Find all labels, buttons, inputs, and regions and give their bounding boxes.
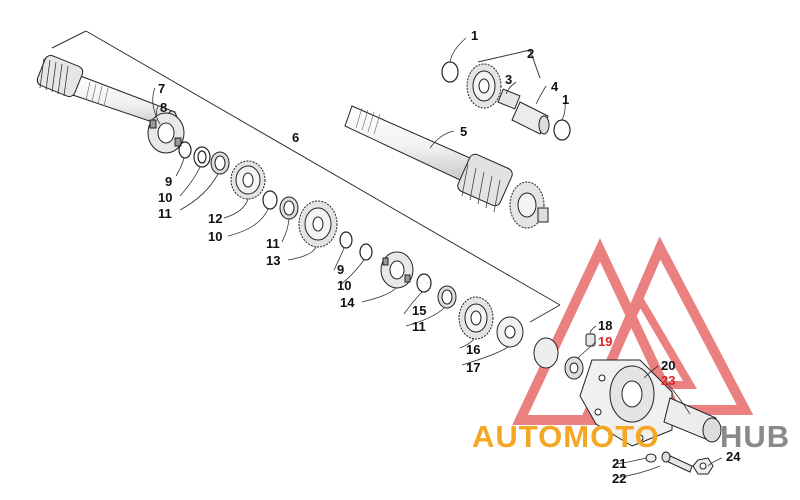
part-1-washer-top <box>441 61 459 83</box>
part-13-gear <box>298 200 338 248</box>
part-5-countershaft <box>344 105 549 229</box>
part-11-needle-bearing-b <box>279 196 299 220</box>
part-11-needle-bearing <box>210 151 230 175</box>
callout-6: 6 <box>292 130 299 145</box>
callout-1-bottom: 1 <box>562 92 569 107</box>
part-10-thrust-washer-b <box>262 190 278 210</box>
watermark-text: AUTOMOTO HUB <box>472 419 790 454</box>
part-12-gear <box>230 160 266 200</box>
callout-9-a: 9 <box>165 174 172 189</box>
part-8-shift-dog <box>147 112 185 154</box>
callout-11-c: 11 <box>412 319 426 334</box>
callout-13: 13 <box>266 253 280 268</box>
callout-16: 16 <box>466 342 480 357</box>
callout-3: 3 <box>505 72 512 87</box>
part-9-snap-ring <box>178 141 192 159</box>
callout-11-a: 11 <box>158 206 172 221</box>
part-9-snap-ring-b <box>339 231 373 261</box>
part-10-thrust-washer <box>193 146 211 168</box>
callout-2: 2 <box>527 46 534 61</box>
part-24-nut <box>692 457 714 475</box>
callout-17: 17 <box>466 360 480 375</box>
callout-7: 7 <box>158 81 165 96</box>
part-2-gear <box>466 63 502 109</box>
part-20-housing <box>579 359 673 447</box>
leader-lines <box>152 37 723 479</box>
part-17-washer <box>496 316 524 348</box>
part-15-washer <box>416 273 432 293</box>
callout-4: 4 <box>551 79 559 94</box>
assembly-bracket-6 <box>51 30 561 323</box>
callout-10-b: 10 <box>208 229 222 244</box>
part-4-sleeve <box>511 101 550 135</box>
part-14-shift-dog <box>380 251 414 289</box>
callout-8: 8 <box>160 100 167 115</box>
callout-10-c: 10 <box>337 278 351 293</box>
callout-19: 19 <box>598 334 612 349</box>
callout-10-a: 10 <box>158 190 172 205</box>
callout-11-b: 11 <box>266 236 280 251</box>
callout-21: 21 <box>612 456 626 471</box>
part-11-needle-bearing-c <box>437 285 457 309</box>
part-22-bolt <box>645 451 693 473</box>
callout-15: 15 <box>412 303 426 318</box>
part-16-gear <box>458 296 494 340</box>
callout-9-b: 9 <box>337 262 344 277</box>
watermark-text-automoto: AUTOMOTO <box>472 419 660 454</box>
part-23-output-flange <box>663 397 722 443</box>
callout-1-top: 1 <box>471 28 478 43</box>
callout-14: 14 <box>340 295 355 310</box>
callout-23: 23 <box>661 373 675 388</box>
part-3-bushing <box>497 88 521 110</box>
callout-22: 22 <box>612 471 626 486</box>
callout-18: 18 <box>598 318 612 333</box>
part-1-washer-bottom <box>553 119 571 141</box>
callout-12: 12 <box>208 211 222 226</box>
part-18-pin <box>585 333 596 347</box>
part-19-bearing <box>533 337 584 380</box>
assembly-bracket-2 <box>477 49 541 79</box>
callout-5: 5 <box>460 124 467 139</box>
callout-labels: 1 2 3 4 1 5 6 7 8 9 10 11 12 10 11 13 9 … <box>158 28 741 486</box>
callout-24: 24 <box>726 449 741 464</box>
watermark-text-hub: HUB <box>720 419 790 454</box>
callout-20: 20 <box>661 358 675 373</box>
